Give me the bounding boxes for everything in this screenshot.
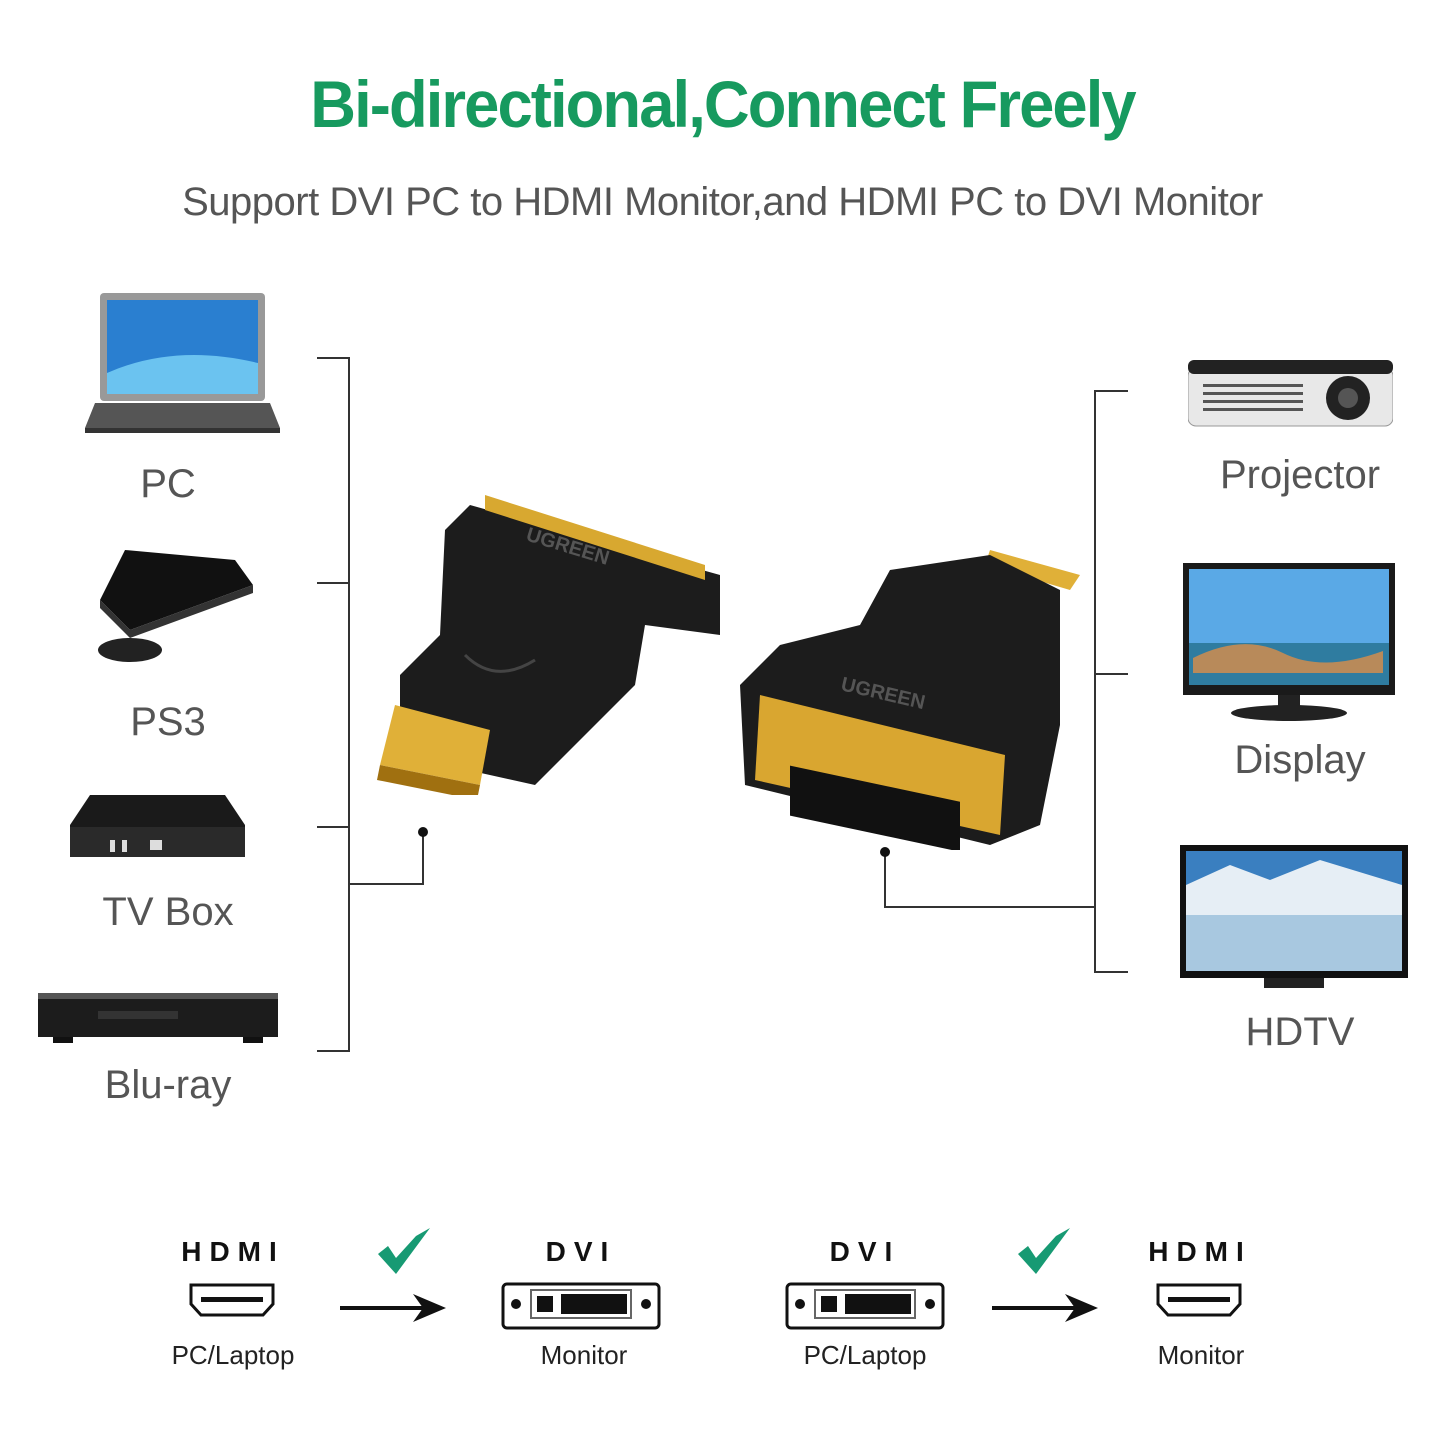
flow-1-from-device: PC/Laptop <box>171 1340 295 1370</box>
flow-2-to-type: HDMI <box>1148 1236 1252 1267</box>
display-label-hdtv: HDTV <box>1245 1010 1355 1054</box>
page-title: Bi-directional,Connect Freely <box>310 67 1136 141</box>
check-icon <box>1018 1228 1070 1274</box>
source-label-bluray: Blu-ray <box>104 1063 232 1107</box>
dvi-port-icon <box>785 1282 945 1330</box>
source-label-pc: PC <box>140 462 196 506</box>
source-label-tv-box: TV Box <box>102 890 234 934</box>
game-console-icon <box>98 550 253 662</box>
laptop-icon <box>85 293 280 433</box>
flow-1-from-type: HDMI <box>181 1236 285 1267</box>
display-label-display: Display <box>1234 738 1366 782</box>
arrow-right-icon <box>340 1294 446 1322</box>
source-label-ps3: PS3 <box>130 700 206 744</box>
flow-1-to-type: DVI <box>545 1236 617 1267</box>
tv-icon <box>1180 845 1408 988</box>
monitor-icon <box>1183 563 1395 721</box>
hdmi-port-icon <box>189 1283 275 1317</box>
flow-2-to-device: Monitor <box>1157 1340 1245 1370</box>
flow-1-to-device: Monitor <box>540 1340 628 1370</box>
hdmi-male-to-dvi-adapter: UGREEN <box>377 495 720 795</box>
tv-box-icon <box>70 795 245 857</box>
dvi-port-icon <box>501 1282 661 1330</box>
subtitle: Support DVI PC to HDMI Monitor,and HDMI … <box>182 180 1263 224</box>
projector-icon <box>1188 360 1393 427</box>
dvi-female-to-hdmi-adapter: UGREEN <box>740 550 1080 850</box>
check-icon <box>378 1228 430 1274</box>
hdmi-port-icon <box>1156 1283 1242 1317</box>
display-label-projector: Projector <box>1219 453 1381 497</box>
flow-2-from-device: PC/Laptop <box>803 1340 927 1370</box>
arrow-right-icon <box>992 1294 1098 1322</box>
flow-2-from-type: DVI <box>829 1236 901 1267</box>
bluray-player-icon <box>38 993 278 1043</box>
